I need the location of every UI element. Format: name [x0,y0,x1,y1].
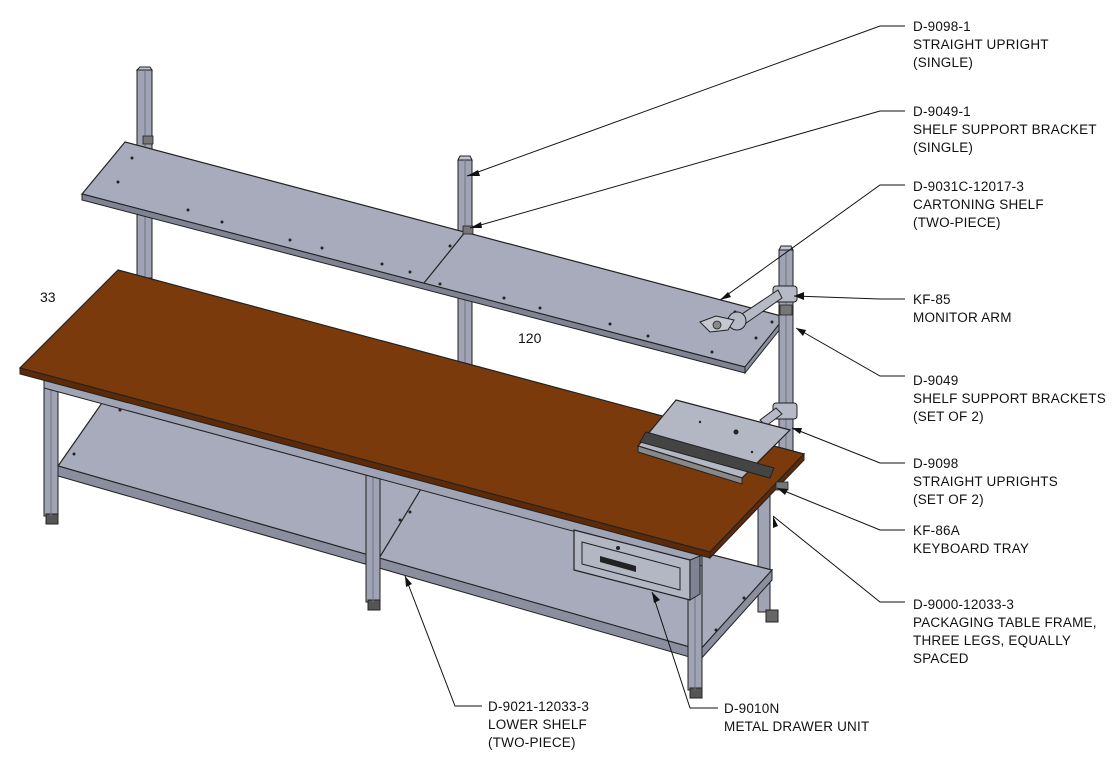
callout-description: STRAIGHT UPRIGHT [913,37,1049,52]
callout-part-number: D-9049 [913,373,959,388]
callout-description: CARTONING SHELF [913,197,1044,212]
table-top [18,269,806,560]
callout-packaging-table-frame: D-9000-12033-3 PACKAGING TABLE FRAME, TH… [913,596,1097,668]
brackets [142,135,793,491]
keyboard-tray [636,399,792,485]
callout-part-number: D-9031C-12017-3 [913,179,1025,194]
callout-shelf-support-bracket-single: D-9049-1 SHELF SUPPORT BRACKET (SINGLE) [913,103,1097,157]
callout-cartoning-shelf: D-9031C-12017-3 CARTONING SHELF (TWO-PIE… [913,178,1044,232]
callout-note: (TWO-PIECE) [488,735,576,750]
callout-description-2: THREE LEGS, EQUALLY [913,633,1072,648]
callout-description: STRAIGHT UPRIGHTS [913,474,1058,489]
callout-straight-upright-single: D-9098-1 STRAIGHT UPRIGHT (SINGLE) [913,18,1049,72]
callout-part-number: KF-85 [913,292,951,307]
callout-description: MONITOR ARM [913,310,1012,325]
callout-part-number: D-9049-1 [913,104,971,119]
leader-lines [404,25,905,709]
callout-note: (SINGLE) [913,140,974,155]
depth-dimension: 33 [40,289,56,305]
callout-description: METAL DRAWER UNIT [724,719,870,734]
monitor-arm [699,285,798,333]
cartoning-shelf [80,141,787,375]
callout-part-number: D-9010N [724,701,780,716]
callout-note: (TWO-PIECE) [913,215,1001,230]
callout-description: KEYBOARD TRAY [913,541,1030,556]
callout-part-number: D-9098 [913,456,959,471]
right-upright [778,245,794,457]
callout-straight-uprights: D-9098 STRAIGHT UPRIGHTS (SET OF 2) [913,455,1058,509]
callout-lower-shelf: D-9021-12033-3 LOWER SHELF (TWO-PIECE) [488,698,589,752]
length-dimension: 120 [518,330,542,346]
callout-part-number: D-9000-12033-3 [913,597,1015,612]
callout-note: SPACED [913,651,969,666]
callout-part-number: KF-86A [913,523,960,538]
callout-metal-drawer-unit: D-9010N METAL DRAWER UNIT [724,700,869,736]
leader-arrows [405,170,806,603]
callout-description: LOWER SHELF [488,717,587,732]
callout-note: (SET OF 2) [913,492,984,507]
callout-note: (SET OF 2) [913,409,984,424]
callout-monitor-arm: KF-85 MONITOR ARM [913,291,1012,327]
drawer-unit [573,529,701,601]
callout-keyboard-tray: KF-86A KEYBOARD TRAY [913,522,1029,558]
callout-part-number: D-9021-12033-3 [488,699,590,714]
callout-description: PACKAGING TABLE FRAME, [913,615,1097,630]
keyboard-arm [759,402,798,427]
callout-part-number: D-9098-1 [913,19,971,34]
callout-description: SHELF SUPPORT BRACKETS [913,391,1106,406]
callout-shelf-support-brackets: D-9049 SHELF SUPPORT BRACKETS (SET OF 2) [913,372,1106,426]
callout-note: (SINGLE) [913,55,974,70]
callout-description: SHELF SUPPORT BRACKET [913,122,1097,137]
